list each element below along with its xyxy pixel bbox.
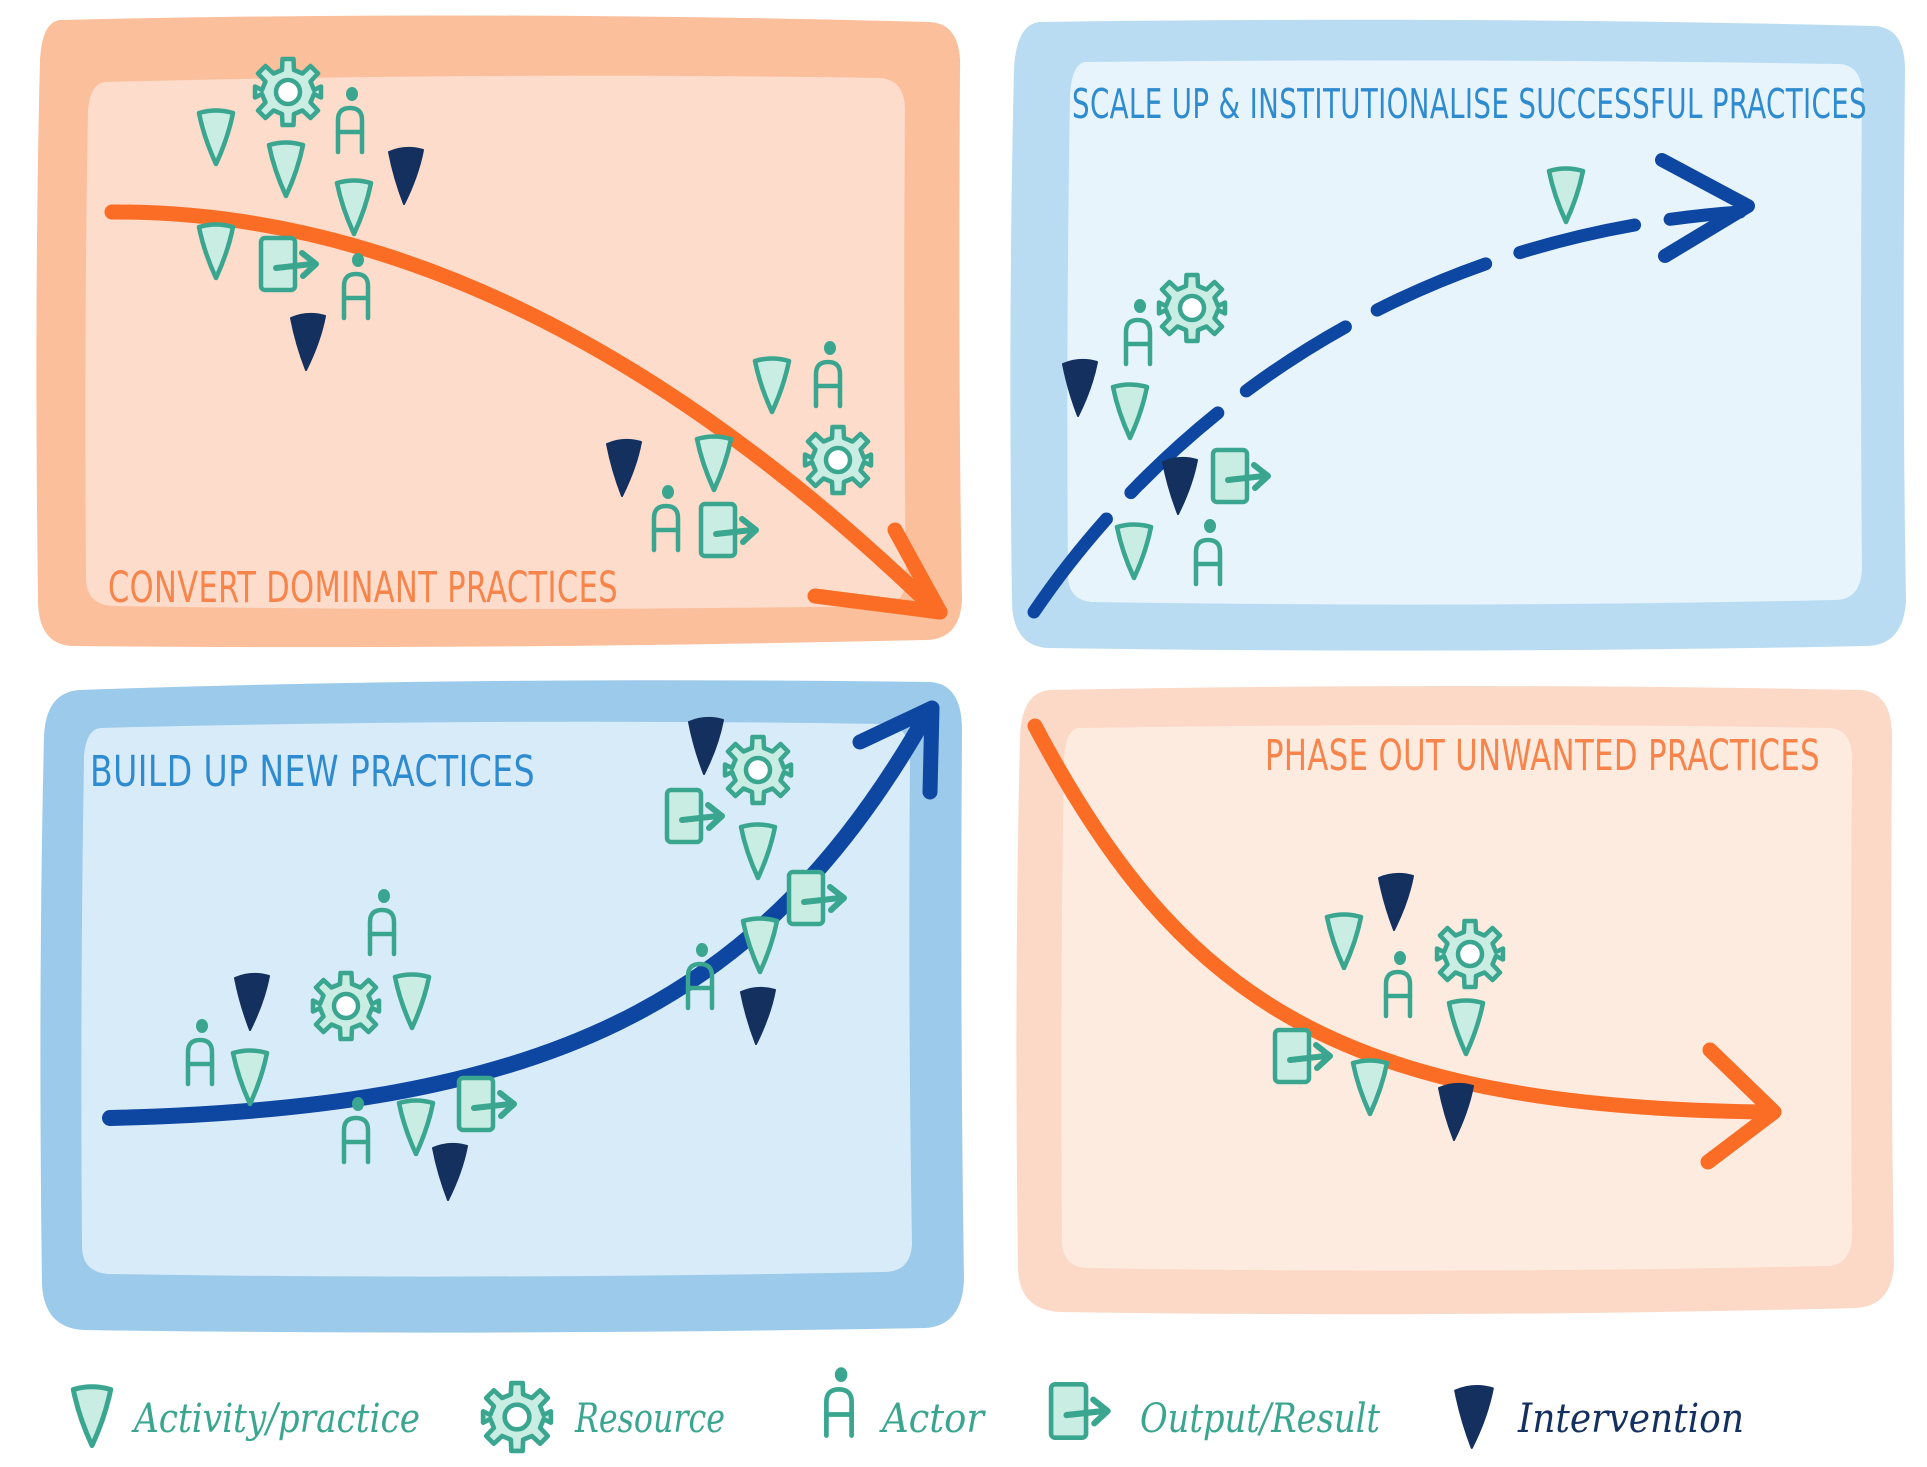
legend-item-actor: Actor bbox=[826, 1367, 987, 1442]
legend-label-activity: Activity/practice bbox=[131, 1396, 420, 1442]
quadrant-title-convert-dominant: CONVERT DOMINANT PRACTICES bbox=[108, 563, 618, 613]
legend-item-resource: Resource bbox=[483, 1383, 725, 1451]
declining-trend-arrow-top-left bbox=[104, 204, 948, 620]
legend-item-activity: Activity/practice bbox=[73, 1387, 420, 1446]
resource-gear-icon bbox=[255, 59, 321, 125]
activity-icon bbox=[73, 1387, 110, 1446]
quadrant-top-left bbox=[36, 15, 962, 648]
quadrant-title-scale-up: SCALE UP & INSTITUTIONALISE SUCCESSFUL P… bbox=[1072, 80, 1867, 128]
resource-gear-icon bbox=[1159, 275, 1225, 341]
output-icon bbox=[1051, 1384, 1108, 1437]
quadrant-title-phase-out: PHASE OUT UNWANTED PRACTICES bbox=[1265, 731, 1820, 781]
legend-label-intervention: Intervention bbox=[1517, 1396, 1744, 1442]
legend-item-output: Output/Result bbox=[1051, 1384, 1381, 1442]
rising-dashed-trend-arrow-top-right bbox=[1027, 153, 1755, 619]
resource-gear-icon bbox=[805, 427, 871, 493]
legend-label-output: Output/Result bbox=[1140, 1396, 1381, 1442]
resource-gear-icon bbox=[1437, 921, 1503, 987]
declining-trend-arrow-bottom-right bbox=[1027, 718, 1782, 1170]
quadrant-bottom-left bbox=[40, 680, 964, 1333]
rising-trend-arrow-bottom-left bbox=[102, 700, 940, 1126]
actor-icon bbox=[826, 1367, 851, 1435]
legend: Activity/practice Resource Actor Output/… bbox=[73, 1367, 1744, 1451]
resource-gear-icon bbox=[313, 973, 379, 1039]
quadrant-title-build-up: BUILD UP NEW PRACTICES bbox=[90, 747, 535, 797]
intervention-icon bbox=[1454, 1385, 1494, 1449]
resource-gear-icon bbox=[725, 737, 791, 803]
resource-gear-icon bbox=[483, 1383, 551, 1451]
legend-label-resource: Resource bbox=[574, 1396, 725, 1442]
legend-label-actor: Actor bbox=[878, 1396, 986, 1442]
legend-item-intervention: Intervention bbox=[1454, 1385, 1744, 1449]
